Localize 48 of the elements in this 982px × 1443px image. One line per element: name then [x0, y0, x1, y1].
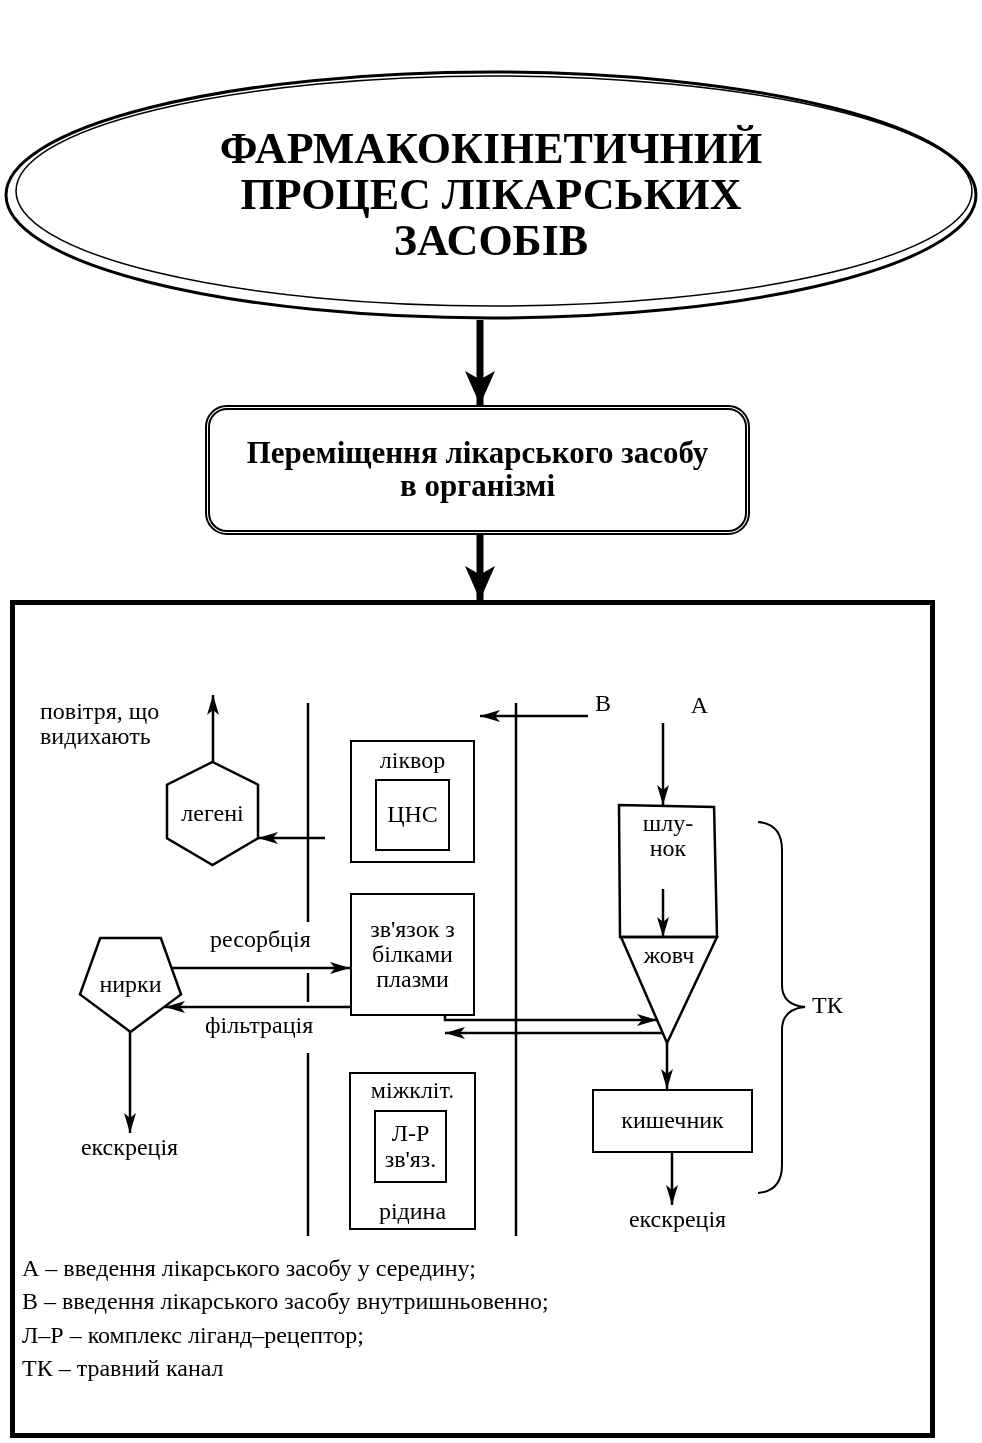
arrow — [124, 1032, 136, 1133]
compartment-label: міжкліт. — [370, 1078, 455, 1104]
arrow — [657, 889, 669, 937]
excretion-label: екскреція — [62, 1133, 197, 1163]
arrow — [666, 1153, 678, 1205]
compartment-box — [350, 893, 475, 1016]
compartment-label: ЦНС — [387, 802, 438, 828]
legend-note: ТК – травний канал — [22, 1355, 224, 1382]
bracket-label: ТК — [812, 992, 843, 1019]
organ-label: нирки — [99, 972, 162, 998]
arrow — [480, 710, 588, 722]
organ-hexagon — [167, 762, 258, 865]
arrow — [258, 832, 325, 844]
organ-label: шлу- нок — [641, 811, 695, 862]
compartment-box — [349, 1072, 476, 1230]
route-letter: А — [658, 688, 708, 723]
organ-label: легені — [181, 800, 244, 827]
compartment-label: зв'язок з білками плазми — [369, 916, 456, 993]
organ-box — [619, 805, 717, 937]
process-box — [205, 405, 750, 535]
organ-box — [592, 1089, 753, 1153]
arrow — [165, 1001, 350, 1013]
title-ellipse — [4, 70, 978, 320]
box-text: Переміщення лікарського засобу в організмі — [245, 437, 710, 503]
container-frame — [10, 600, 935, 1438]
organ-label: кишечник — [621, 1108, 724, 1134]
excretion-label: екскреція — [610, 1205, 745, 1235]
exhaled-air-label: повітря, що видихають — [40, 695, 215, 753]
arrow — [445, 1027, 663, 1039]
route-letter: В — [588, 688, 618, 720]
compartment-label: рідина — [378, 1198, 447, 1224]
compartment-box — [350, 740, 475, 863]
arrow — [443, 1014, 657, 1026]
organ-label: жовч — [643, 943, 695, 969]
compartment-box — [375, 779, 450, 851]
title-text: ФАРМАКОКІНЕТИЧНИЙ ПРОЦЕС ЛІКАРСЬКИХ ЗАСОБІВ — [218, 125, 764, 265]
legend-note: В – введення лікарського засобу внутришньовенно; — [22, 1288, 549, 1315]
legend-note: А – введення лікарського засобу у середину; — [22, 1255, 476, 1282]
arrow — [661, 1043, 673, 1089]
arrow — [172, 962, 350, 974]
arrow — [657, 723, 669, 805]
complex-box — [374, 1110, 447, 1183]
compartment-label: ліквор — [379, 748, 446, 774]
legend-note: Л–Р – комплекс ліганд–рецептор; — [22, 1322, 364, 1349]
complex-label: Л-Р зв'яз. — [383, 1121, 438, 1172]
arrow — [207, 695, 219, 762]
organ-pentagon — [80, 938, 181, 1032]
bile-triangle — [621, 937, 717, 1043]
